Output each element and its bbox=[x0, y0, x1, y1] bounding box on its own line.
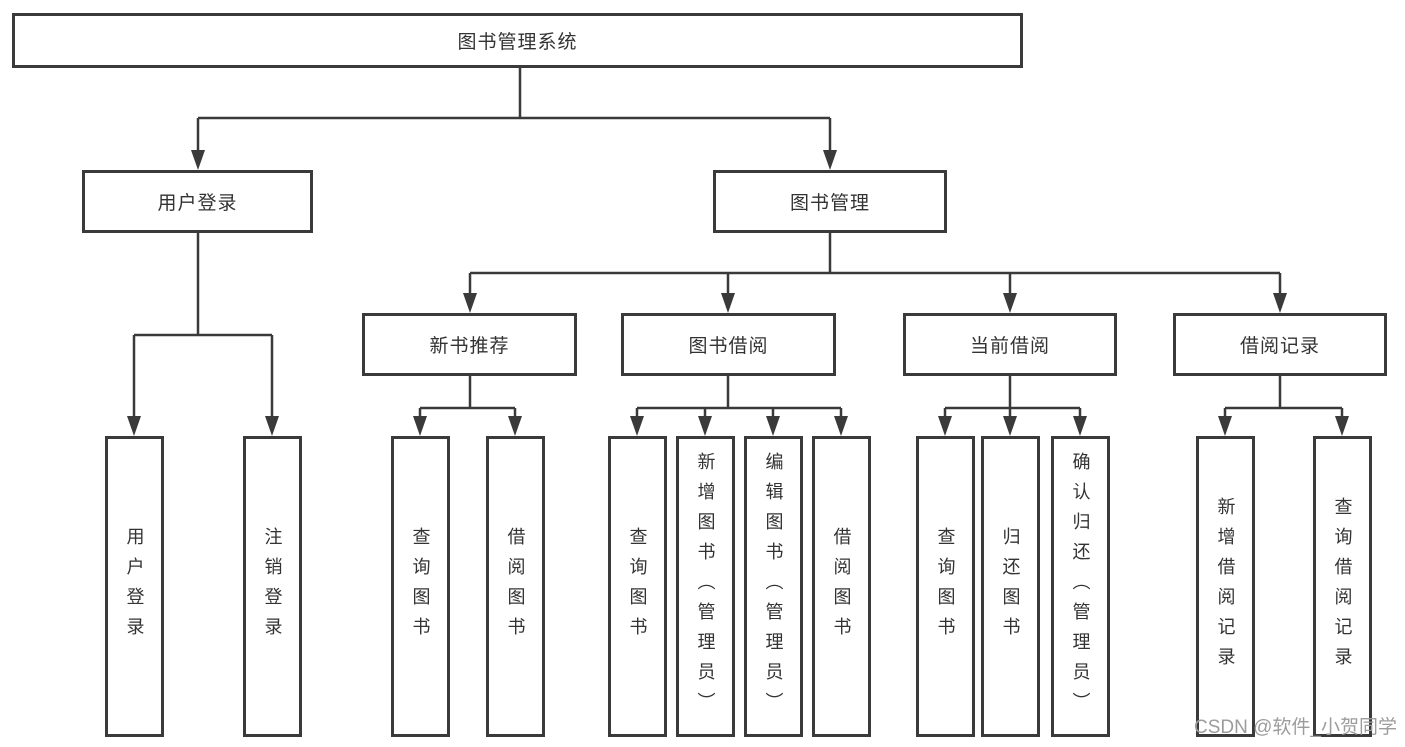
down-arrowhead-icon bbox=[834, 416, 848, 436]
leaf-label: 借阅图书 bbox=[831, 526, 852, 647]
down-arrowhead-icon bbox=[191, 150, 205, 170]
leaf-query-books-current: 查询图书 bbox=[916, 436, 975, 737]
node-library-management-system: 图书管理系统 bbox=[12, 13, 1023, 68]
down-arrowhead-icon bbox=[1218, 416, 1232, 436]
node-borrowing-records: 借阅记录 bbox=[1173, 313, 1387, 376]
leaf-label: 查询图书 bbox=[935, 526, 956, 647]
down-arrowhead-icon bbox=[508, 416, 522, 436]
leaf-label: 用户登录 bbox=[124, 526, 145, 647]
down-arrowhead-icon bbox=[698, 416, 712, 436]
down-arrowhead-icon bbox=[463, 293, 477, 313]
down-arrowhead-icon bbox=[766, 416, 780, 436]
down-arrowhead-icon bbox=[938, 416, 952, 436]
node-book-management: 图书管理 bbox=[713, 170, 947, 233]
leaf-label: 归还图书 bbox=[1000, 526, 1021, 647]
leaf-add-book-admin: 新增图书（管理员） bbox=[676, 436, 735, 737]
leaf-edit-book-admin: 编辑图书（管理员） bbox=[744, 436, 803, 737]
down-arrowhead-icon bbox=[721, 293, 735, 313]
leaf-label: 注销登录 bbox=[262, 526, 283, 647]
csdn-watermark: CSDN @软件_小贺同学 bbox=[1194, 717, 1397, 738]
down-arrowhead-icon bbox=[1003, 293, 1017, 313]
leaf-label: 编辑图书（管理员） bbox=[763, 451, 784, 722]
leaf-borrow-books-newbook: 借阅图书 bbox=[486, 436, 545, 737]
node-current-borrowing: 当前借阅 bbox=[903, 313, 1117, 376]
leaf-query-borrow-record: 查询借阅记录 bbox=[1313, 436, 1372, 737]
leaf-query-books-newbook: 查询图书 bbox=[391, 436, 450, 737]
leaf-query-books-borrowing: 查询图书 bbox=[608, 436, 667, 737]
node-new-book-recommendation: 新书推荐 bbox=[362, 313, 577, 376]
leaf-add-borrow-record: 新增借阅记录 bbox=[1196, 436, 1255, 737]
down-arrowhead-icon bbox=[1273, 293, 1287, 313]
leaf-confirm-return-admin: 确认归还（管理员） bbox=[1051, 436, 1110, 737]
leaf-logout: 注销登录 bbox=[243, 436, 302, 737]
leaf-return-books: 归还图书 bbox=[981, 436, 1040, 737]
down-arrowhead-icon bbox=[1003, 416, 1017, 436]
leaf-borrow-books-borrowing: 借阅图书 bbox=[812, 436, 871, 737]
leaf-label: 查询借阅记录 bbox=[1332, 496, 1353, 677]
down-arrowhead-icon bbox=[823, 150, 837, 170]
tree-edges bbox=[132, 68, 1344, 420]
arrowheads bbox=[127, 150, 1349, 436]
down-arrowhead-icon bbox=[630, 416, 644, 436]
down-arrowhead-icon bbox=[1335, 416, 1349, 436]
node-user-login: 用户登录 bbox=[82, 170, 313, 233]
leaf-label: 查询图书 bbox=[627, 526, 648, 647]
leaf-label: 新增图书（管理员） bbox=[695, 451, 716, 722]
down-arrowhead-icon bbox=[265, 416, 279, 436]
down-arrowhead-icon bbox=[1073, 416, 1087, 436]
leaf-label: 确认归还（管理员） bbox=[1070, 451, 1091, 722]
node-book-borrowing: 图书借阅 bbox=[621, 313, 836, 376]
leaf-label: 新增借阅记录 bbox=[1215, 496, 1236, 677]
down-arrowhead-icon bbox=[127, 416, 141, 436]
leaf-label: 查询图书 bbox=[410, 526, 431, 647]
leaf-user-login: 用户登录 bbox=[105, 436, 164, 737]
leaf-label: 借阅图书 bbox=[505, 526, 526, 647]
down-arrowhead-icon bbox=[413, 416, 427, 436]
